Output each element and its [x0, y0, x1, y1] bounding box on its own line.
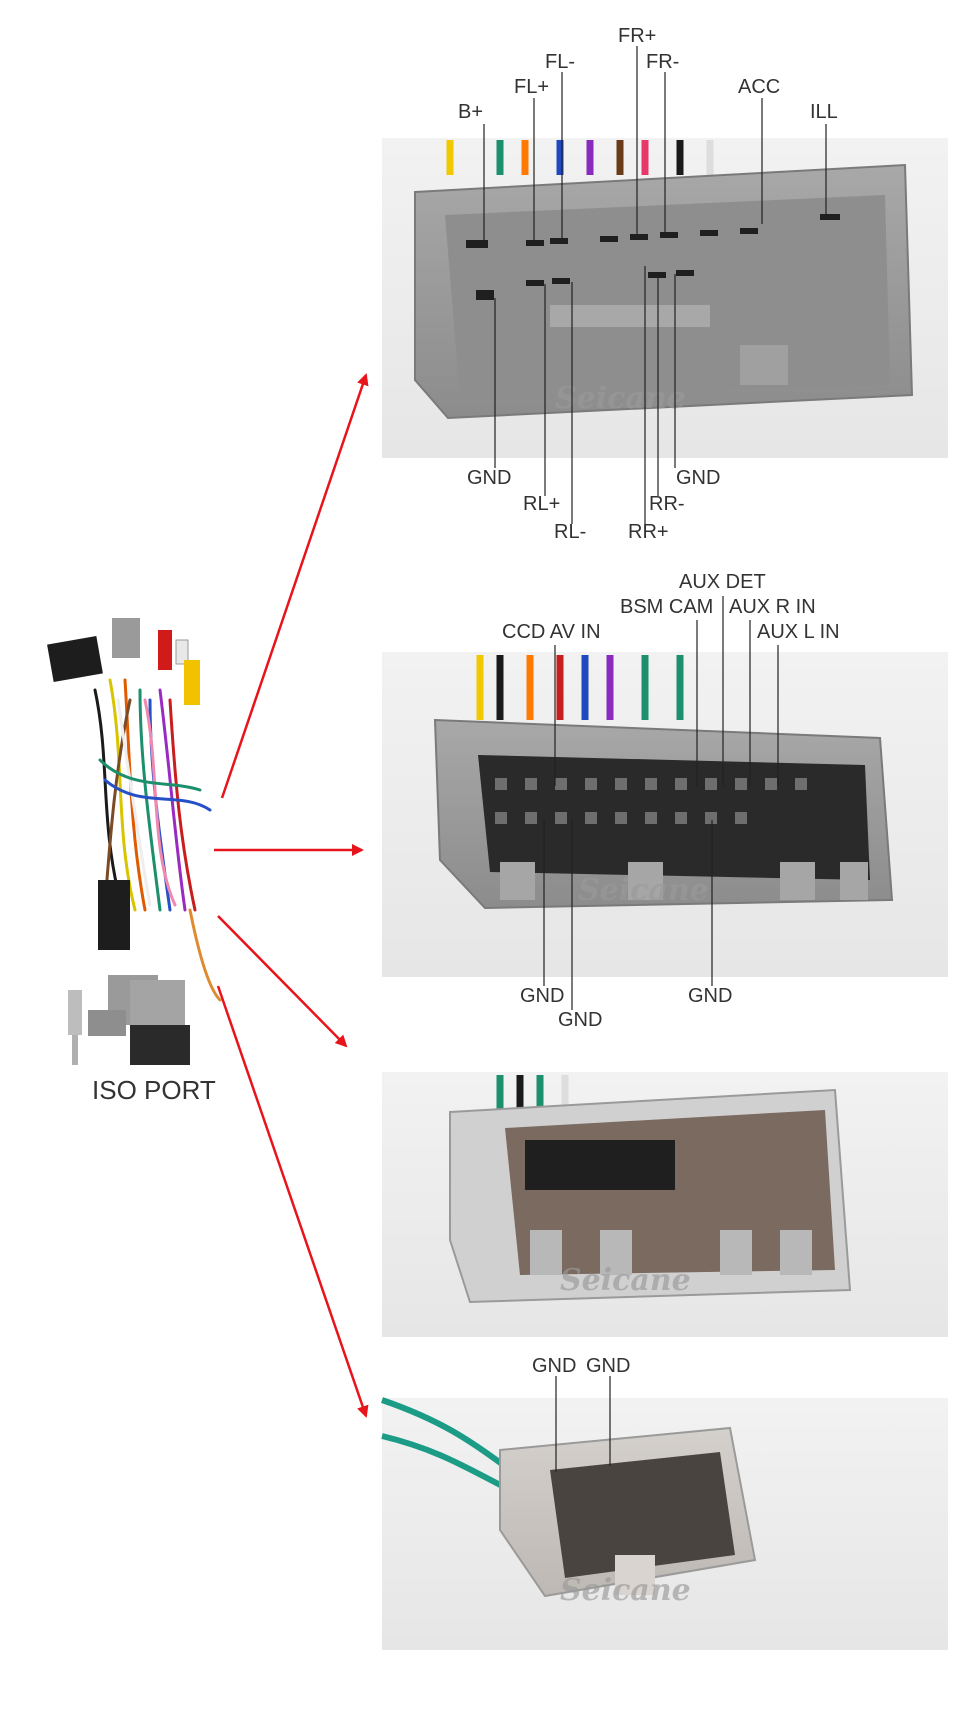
pin-label-ccd-av-in: CCD AV IN — [502, 621, 601, 643]
pin-label-gnd: GND — [676, 467, 721, 489]
watermark-4: Seicane — [560, 1573, 691, 1608]
watermark-2: Seicane — [578, 873, 709, 908]
pin-label-rl-minus: RL- — [554, 521, 587, 543]
pin-label-acc: ACC — [738, 76, 781, 98]
arrow-to-connector-1 — [220, 373, 369, 799]
connector-2-photo: Seicane — [382, 652, 948, 977]
leader-lines — [483, 46, 827, 1472]
watermark-1: Seicane — [555, 381, 686, 416]
pin-label-gnd: GND — [558, 1009, 603, 1031]
connector-4-photo: Seicane — [381, 1397, 948, 1650]
pin-label-fl-plus: FL+ — [514, 76, 550, 98]
pin-label-rr-plus: RR+ — [628, 521, 669, 543]
pin-label-gnd: GND — [532, 1355, 577, 1377]
pin-label-fr-minus: FR- — [646, 51, 680, 73]
watermark-3: Seicane — [560, 1263, 691, 1298]
connector-3-photo: Seicane — [382, 1072, 948, 1337]
pin-label-gnd: GND — [520, 985, 565, 1007]
pin-label-fl-minus: FL- — [545, 51, 575, 73]
arrow-to-connector-4 — [216, 985, 369, 1418]
pin-label-gnd: GND — [467, 467, 512, 489]
arrows — [214, 373, 369, 1418]
pin-label-aux-det: AUX DET — [679, 571, 766, 593]
iso-port-label: ISO PORT — [92, 1075, 216, 1105]
pin-label-aux-r-in: AUX R IN — [729, 596, 816, 618]
pin-label-rl-plus: RL+ — [523, 493, 561, 515]
pin-label-fr-plus: FR+ — [618, 25, 657, 47]
connector-1-photo: Seicane — [382, 138, 948, 458]
pin-label-b-plus: B+ — [458, 101, 484, 123]
iso-port-harness-image — [47, 618, 222, 1065]
pin-label-bsm-cam: BSM CAM — [620, 596, 714, 618]
pin-label-gnd: GND — [688, 985, 733, 1007]
pin-label-ill: ILL — [810, 101, 838, 123]
pin-label-gnd: GND — [586, 1355, 631, 1377]
arrow-to-connector-3 — [217, 915, 348, 1048]
pin-label-rr-minus: RR- — [649, 493, 685, 515]
pin-label-aux-l-in: AUX L IN — [757, 621, 840, 643]
